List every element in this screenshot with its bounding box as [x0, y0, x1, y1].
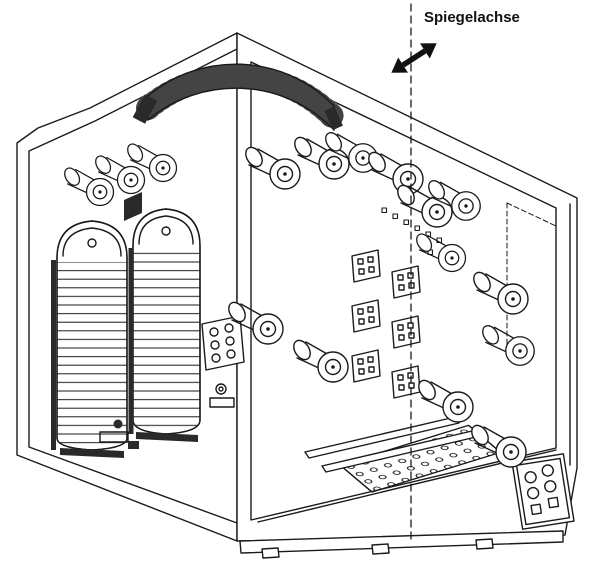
dot-module [351, 349, 381, 383]
base-foot [475, 538, 494, 550]
valve-bracket [209, 383, 235, 408]
chain-anchor [324, 106, 343, 131]
left-door-bottom-fittings [99, 419, 139, 449]
dot-module [351, 249, 381, 283]
base-foot [371, 543, 390, 555]
base-foot [261, 547, 280, 559]
mirror-axis-arrow-icon [391, 43, 437, 73]
construction-lines [506, 202, 557, 346]
dot-module [391, 265, 421, 299]
hole-plate [201, 315, 245, 371]
splice-tray-stack-right [128, 208, 201, 442]
corner-entry-panel [511, 453, 575, 530]
cable-chain [132, 63, 346, 131]
mirror-axis-label: Spiegelachse [424, 9, 520, 26]
splice-tray-stack-left [51, 220, 128, 458]
dot-module [351, 299, 381, 333]
tray-stack-bracket [124, 192, 142, 221]
dot-module [391, 315, 421, 349]
cabinet-left-door [16, 32, 250, 542]
chain-anchor [132, 94, 158, 124]
dot-module [391, 365, 421, 399]
cabinet-right-panel [201, 32, 578, 559]
cabinet-base [239, 530, 564, 559]
